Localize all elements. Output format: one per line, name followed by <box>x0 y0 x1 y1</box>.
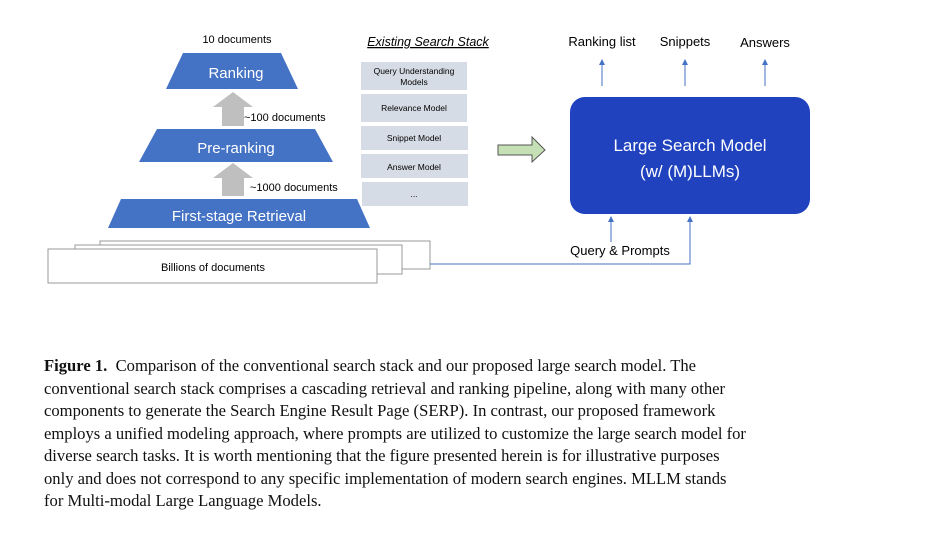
arrow2-label: ~1000 documents <box>250 182 338 194</box>
up-arrow-icon <box>213 92 253 126</box>
caption-line: diverse search tasks. It is worth mentio… <box>44 446 720 465</box>
figure-diagram: 10 documents Ranking ~100 documents Pre-… <box>47 34 810 284</box>
preranking-stage <box>139 129 333 162</box>
output-snippets: Snippets <box>660 34 711 49</box>
lsm-sublabel: (w/ (M)LLMs) <box>640 162 740 181</box>
stack-item-snippet <box>361 126 468 150</box>
stack-item-label: Relevance Model <box>381 103 447 113</box>
stack-item-label: Answer Model <box>387 162 441 172</box>
caption-line: components to generate the Search Engine… <box>44 401 716 420</box>
stack-item-label: Snippet Model <box>387 133 441 143</box>
stack-item-more <box>362 182 468 206</box>
output-answers: Answers <box>740 35 790 50</box>
stack-item-relevance <box>361 94 467 122</box>
stack-item-query-understanding <box>361 62 467 90</box>
ranking-stage <box>166 53 298 89</box>
stack-item-label: Query Understanding <box>374 66 455 76</box>
caption-line: conventional search stack comprises a ca… <box>44 378 726 398</box>
right-arrow-icon <box>497 135 546 164</box>
caption-line: employs a unified modeling approach, whe… <box>44 423 746 443</box>
arrow1-label: ~100 documents <box>244 112 326 124</box>
caption-line: Comparison of the conventional search st… <box>115 356 697 375</box>
stack-item-answer <box>361 154 468 178</box>
input-label: Query & Prompts <box>570 243 670 258</box>
top-count-label: 10 documents <box>202 34 272 46</box>
stack-title: Existing Search Stack <box>367 35 489 49</box>
caption-line: for Multi-modal Large Language Models. <box>44 491 322 510</box>
corpus-label: Billions of documents <box>161 262 265 274</box>
caption-label: Figure 1. <box>44 356 108 375</box>
document-sheet <box>47 248 378 284</box>
corpus-connector <box>430 216 693 265</box>
stack-item-label: ... <box>410 189 417 199</box>
retrieval-stage <box>108 199 370 228</box>
caption-line: only and does not correspond to any spec… <box>44 468 727 488</box>
up-arrow-icon <box>213 163 253 196</box>
ranking-label: Ranking <box>208 65 263 82</box>
preranking-label: Pre-ranking <box>197 140 275 157</box>
retrieval-label: First-stage Retrieval <box>172 208 306 225</box>
lsm-label: Large Search Model <box>613 136 766 155</box>
large-search-model-box <box>570 97 810 214</box>
figure-caption: Figure 1. Comparison of the conventional… <box>44 355 884 513</box>
stack-item-label: Models <box>400 77 427 87</box>
output-ranking-list: Ranking list <box>568 34 636 49</box>
